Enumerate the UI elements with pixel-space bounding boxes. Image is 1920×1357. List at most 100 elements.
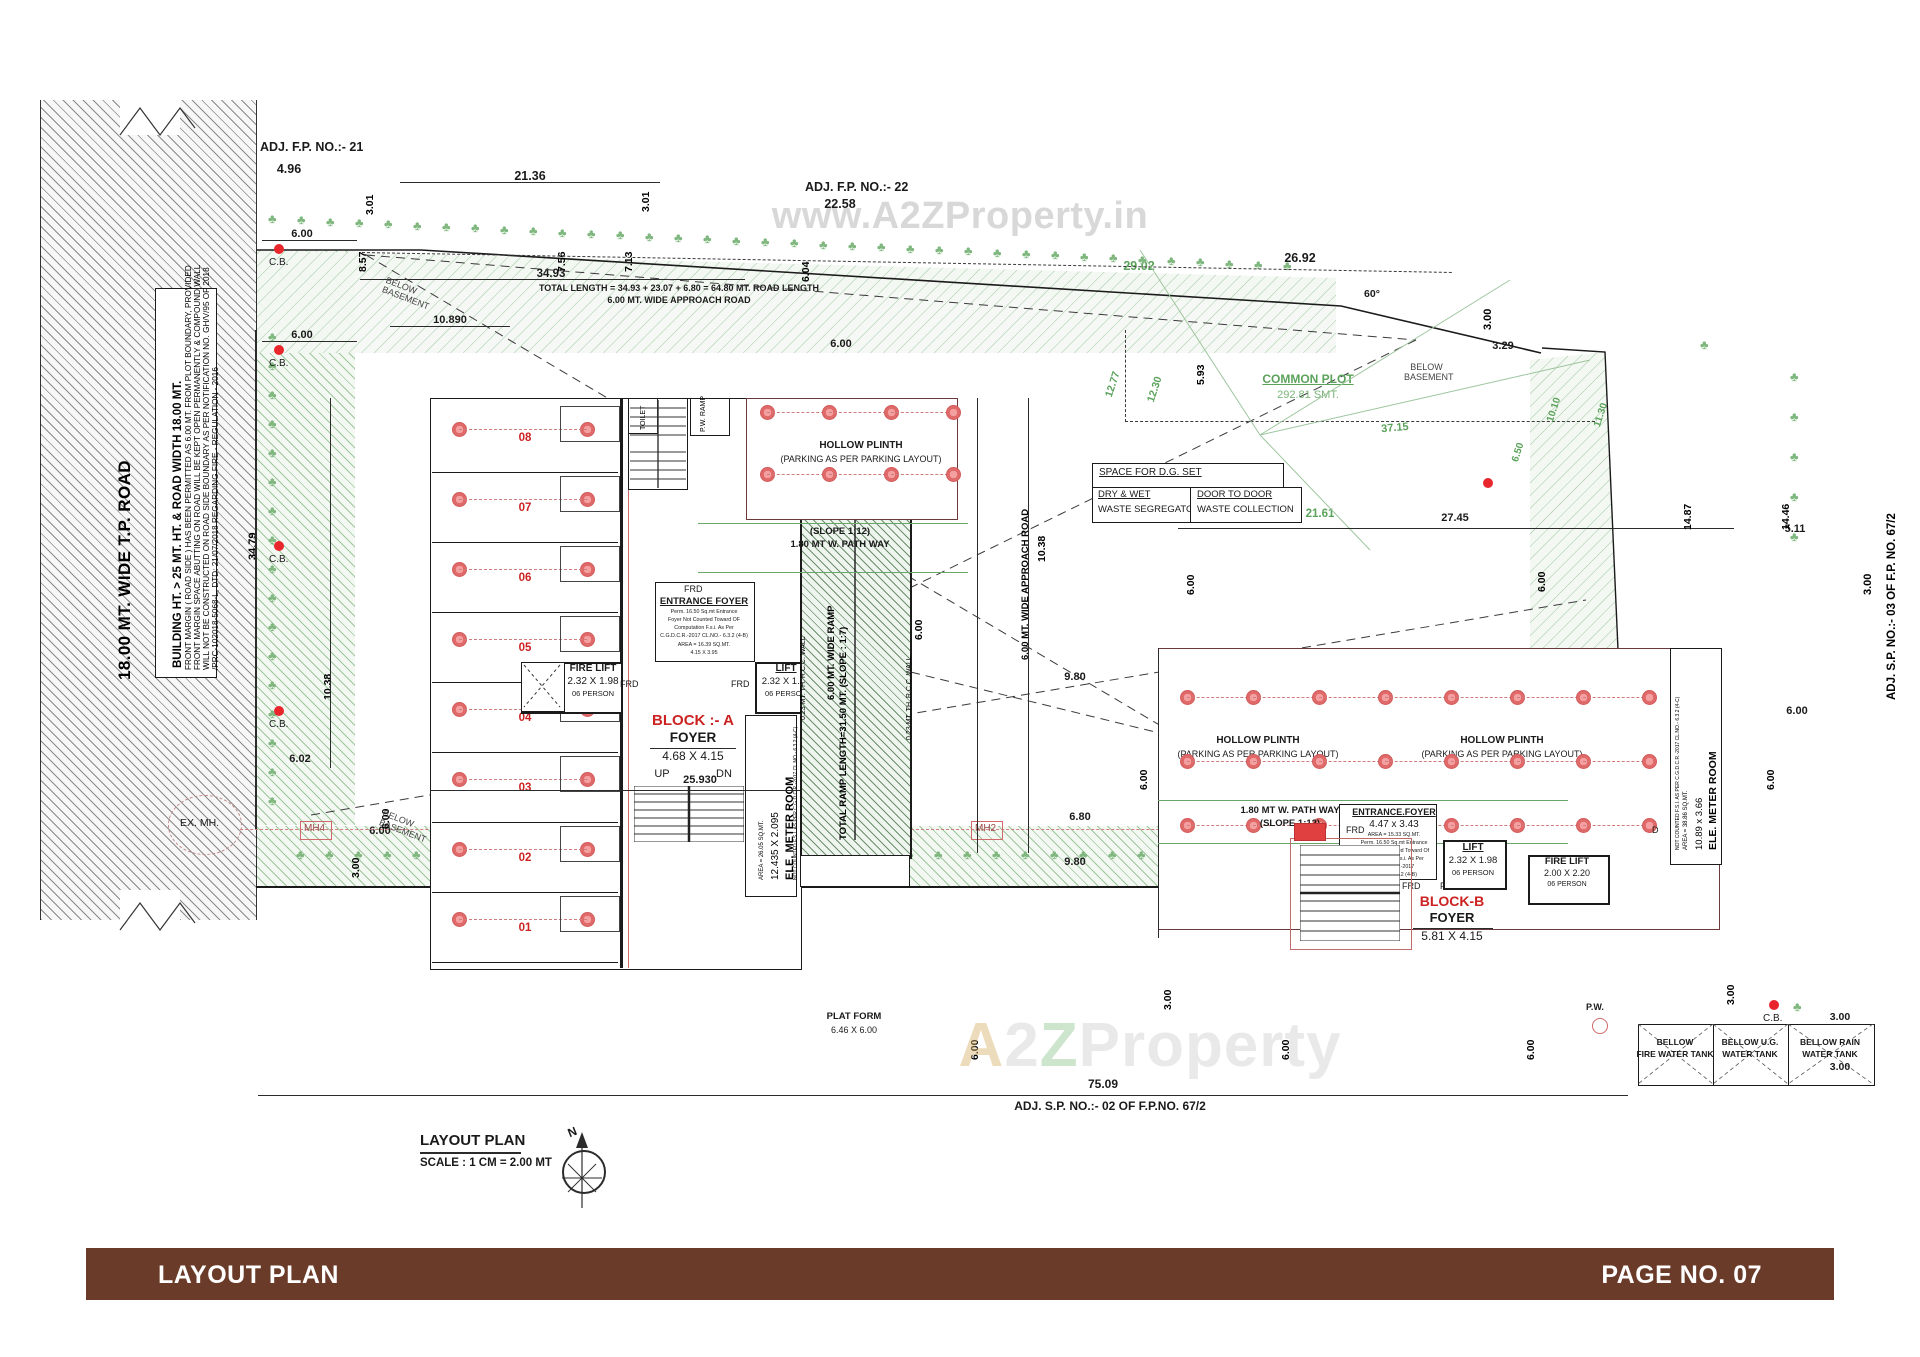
block-b-stair-outer	[1290, 838, 1412, 950]
block-a-unit-row	[432, 474, 618, 543]
dimline-6-00-1	[262, 240, 357, 241]
building-note-line-1: FRONT MARGIN SPACE ABUTTING ON ROAD WILL…	[193, 264, 202, 670]
unit-grid-line	[459, 919, 587, 920]
dim-6-00-r1: 6.00	[1185, 574, 1197, 595]
dim-60-deg: 60°	[1364, 288, 1380, 300]
basement-diagonals	[365, 254, 1417, 821]
block-a-unit-label: 01	[518, 922, 532, 934]
dim-14-87: 14.87	[1682, 503, 1694, 530]
hollow-plinth-note-2: (PARKING AS PER PARKING LAYOUT)	[1177, 749, 1339, 759]
block-a-foyer-label: FOYER	[669, 730, 717, 745]
tree-icon: ♣	[1254, 256, 1263, 272]
block-b-ef-note-1: Perm. 16.50 Sq.mt Entrance	[1360, 840, 1428, 846]
plinth-grid-line	[1253, 761, 1319, 762]
cb-marker-5	[1483, 478, 1493, 488]
block-a-unit-partition	[560, 826, 620, 862]
adj-fp-21: ADJ. F.P. NO.:- 21	[260, 140, 364, 154]
layout-plan-scale-text: SCALE : 1 CM = 2.00 MT	[420, 1157, 552, 1169]
tree-icon: ♣	[790, 235, 799, 251]
building-note-line-0: FRONT MARGIN ( ROAD SIDE ) HAS BEEN PERM…	[184, 265, 193, 670]
dim-9-80-b: 9.80	[1064, 856, 1086, 868]
block-a-unit-label: 05	[518, 642, 532, 654]
block-a-foyer-size: 4.68 X 4.15	[662, 749, 724, 763]
dimline-75-09	[258, 1095, 1628, 1096]
dim-6-00-rt: 6.00	[1786, 705, 1808, 717]
block-a-entrance-foyer-box	[655, 582, 755, 662]
block-b-plinth-outline	[1158, 648, 1720, 930]
tree-icon: ♣	[268, 387, 277, 402]
cb-marker-3	[274, 541, 284, 551]
plinth-grid-line	[1253, 825, 1319, 826]
dim-3-29: 3.29	[1492, 340, 1514, 352]
tree-icon: ♣	[1283, 258, 1292, 274]
tree-icon: ♣	[1079, 847, 1088, 862]
adj-fp-22: ADJ. F.P. NO.:- 22	[805, 180, 909, 194]
tp-road-band	[40, 100, 257, 920]
tree-icon: ♣	[645, 228, 654, 244]
layout-plan-scale-title: LAYOUT PLAN	[420, 1132, 526, 1149]
tree-icon: ♣	[993, 244, 1002, 260]
plinth-grid-line	[891, 474, 953, 475]
watermark-top: www.A2ZProperty.in	[771, 195, 1149, 237]
block-a-unit-partition	[560, 616, 620, 652]
dim-26-92: 26.92	[1284, 251, 1316, 265]
cb-marker-2	[274, 345, 284, 355]
tree-icon: ♣	[935, 242, 944, 258]
slope-label-b: (SLOPE 1:12)	[1259, 818, 1321, 829]
dim-22-58: 22.58	[824, 197, 856, 211]
block-b-lift-box	[1443, 840, 1507, 890]
tree-icon: ♣	[674, 229, 683, 245]
block-b-ele-meter-title: ELE. METER ROOM	[1707, 751, 1719, 850]
tree-icon: ♣	[442, 219, 451, 235]
tree-icon: ♣	[383, 847, 392, 862]
plinth-column	[946, 405, 961, 420]
block-b-lift-title: LIFT	[1462, 842, 1484, 853]
tree-icon: ♣	[268, 503, 277, 518]
plinth-grid-line	[1517, 761, 1583, 762]
block-b-lift-size: 2.32 X 1.98	[1448, 855, 1498, 866]
dim-6-00-b3: 6.00	[1525, 1039, 1537, 1060]
tree-icon: ♣	[296, 847, 305, 862]
tree-icon: ♣	[992, 847, 1001, 862]
block-b-lift-person: 06 PERSON	[1451, 868, 1495, 877]
tree-icon: ♣	[1790, 409, 1799, 424]
dim-21-61: 21.61	[1305, 508, 1335, 520]
below-basement-label-2: BELOW BASEMENT	[1404, 362, 1454, 383]
block-a-pw-ramp-label: P.W. RAMP	[700, 395, 707, 432]
unit-grid-line	[459, 499, 587, 500]
block-b-ele-meter-area: AREA = 38.86 SQ.MT.	[1683, 790, 1689, 850]
block-a-unit-row	[432, 824, 618, 893]
dim-34-93: 34.93	[536, 268, 566, 280]
hollow-plinth-label-3: HOLLOW PLINTH	[1460, 735, 1544, 746]
block-b-ele-meter-size: 10.89 x 3.66	[1694, 797, 1705, 850]
block-a-frd-2: FRD	[620, 679, 639, 689]
dim-line-4248	[255, 330, 256, 830]
tree-icon: ♣	[529, 223, 538, 239]
block-a-path-way-outline	[698, 523, 968, 573]
footer-title: LAYOUT PLAN	[158, 1261, 339, 1289]
margin-top-band	[256, 250, 1336, 353]
block-a-unit-row	[432, 684, 618, 753]
block-a-unit-label: 04	[518, 712, 532, 724]
tree-icon: ♣	[1790, 529, 1799, 544]
block-a-unit-partition	[560, 406, 620, 442]
dim-6-00-mid: 6.00	[830, 338, 852, 350]
plinth-grid-line	[1187, 761, 1253, 762]
cb-marker-7	[1769, 1000, 1779, 1010]
tree-icon: ♣	[1196, 254, 1205, 270]
tree-icon: ♣	[1793, 999, 1802, 1014]
block-b-foyer-label: FOYER	[1429, 910, 1475, 925]
dim-3-00-bot2: 3.00	[1829, 1061, 1851, 1073]
block-a-unit-row	[432, 754, 618, 823]
block-a-unit-partition	[560, 476, 620, 512]
tree-icon: ♣	[268, 358, 277, 373]
dry-wet-label: DRY & WET	[1098, 489, 1151, 500]
block-a-fire-lift-person: 06 PERSON	[571, 689, 615, 698]
common-plot-label: COMMON PLOT	[1262, 372, 1354, 386]
path-way-b: 1.80 MT W. PATH WAY	[1240, 805, 1340, 816]
tank-fire-l2: FIRE WATER TANK	[1636, 1049, 1714, 1059]
block-b-foyer-underline	[1413, 928, 1493, 929]
tree-icon: ♣	[964, 243, 973, 259]
tree-icon: ♣	[471, 220, 480, 236]
tree-icon: ♣	[877, 239, 886, 255]
